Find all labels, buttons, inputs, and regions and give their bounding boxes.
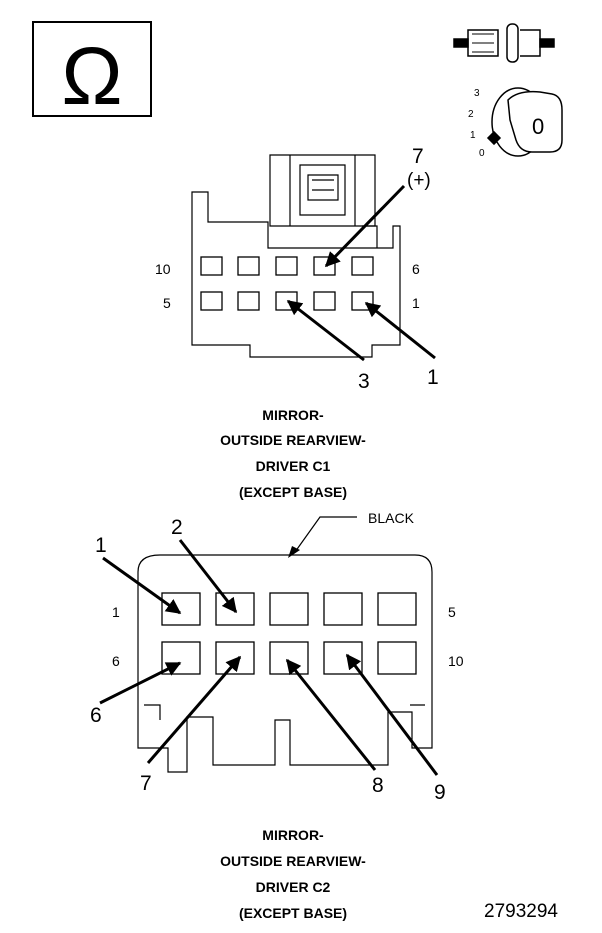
c1-caption: MIRROR- OUTSIDE REARVIEW- DRIVER C1 (EXC… <box>220 407 366 500</box>
c1-callout-3: 3 <box>358 370 370 393</box>
c1-pin-label-5: 5 <box>163 295 171 311</box>
c1-pin-label-1: 1 <box>412 295 420 311</box>
c2-pin-label-5: 5 <box>448 604 456 620</box>
c1-caption-line-3: DRIVER C1 <box>256 458 331 474</box>
key-position-2: 2 <box>468 109 474 120</box>
c2-callout-1: 1 <box>95 534 107 557</box>
key-position-3: 3 <box>474 88 480 99</box>
ohm-symbol: Ω <box>61 31 122 122</box>
key-position-0: 0 <box>479 148 485 159</box>
c2-caption-line-2: OUTSIDE REARVIEW- <box>220 853 366 869</box>
c2-callout-2: 2 <box>171 516 183 539</box>
c2-caption-line-1: MIRROR- <box>262 827 324 843</box>
c2-pin-label-1: 1 <box>112 604 120 620</box>
c2-pin-label-6: 6 <box>112 653 120 669</box>
figure-id: 2793294 <box>484 901 558 922</box>
c2-callout-arrows <box>99 539 439 776</box>
c2-callout-6: 6 <box>90 704 102 727</box>
connector-c2 <box>137 554 433 773</box>
c1-pin-cavities <box>200 256 374 311</box>
key-position-1: 1 <box>470 130 476 141</box>
c2-callout-9: 9 <box>434 781 446 804</box>
disconnected-connector-icon <box>453 23 555 63</box>
c2-color-label: BLACK <box>368 510 415 526</box>
c1-callout-polarity: (+) <box>407 170 431 191</box>
key-label: 0 <box>532 114 544 139</box>
c1-caption-line-2: OUTSIDE REARVIEW- <box>220 432 366 448</box>
c1-caption-line-4: (EXCEPT BASE) <box>239 484 347 500</box>
c2-caption: MIRROR- OUTSIDE REARVIEW- DRIVER C2 (EXC… <box>220 827 366 921</box>
connector-c1 <box>191 154 401 358</box>
c1-callout-arrows <box>286 184 436 362</box>
c1-callout-1: 1 <box>427 366 439 389</box>
c2-callout-7: 7 <box>140 772 152 795</box>
ignition-key-icon: 3 2 1 0 0 <box>468 87 563 159</box>
c2-caption-line-4: (EXCEPT BASE) <box>239 905 347 921</box>
c2-callout-8: 8 <box>372 774 384 797</box>
c1-caption-line-1: MIRROR- <box>262 407 324 423</box>
c1-pin-label-6: 6 <box>412 261 420 277</box>
c1-callout-7: 7 <box>412 145 424 168</box>
c2-pin-label-10: 10 <box>448 653 464 669</box>
c2-caption-line-3: DRIVER C2 <box>256 879 331 895</box>
c1-pin-label-10: 10 <box>155 261 171 277</box>
ohm-icon: Ω <box>32 21 152 122</box>
c2-color-leader <box>294 516 357 553</box>
